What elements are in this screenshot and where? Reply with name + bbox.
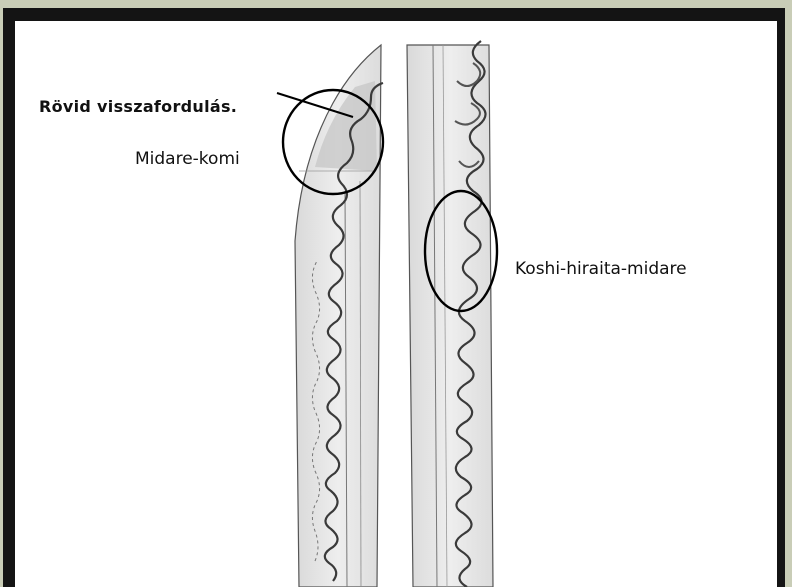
left-blade-tip: [295, 45, 383, 587]
koshi-hiraita-midare-label: Koshi-hiraita-midare: [515, 259, 687, 279]
right-blade: [407, 41, 493, 587]
midare-komi-label: Midare-komi: [135, 149, 240, 169]
diagram-canvas: Rövid visszafordulás. Midare-komi Koshi-…: [15, 21, 777, 587]
short-return-label: Rövid visszafordulás.: [39, 97, 237, 116]
